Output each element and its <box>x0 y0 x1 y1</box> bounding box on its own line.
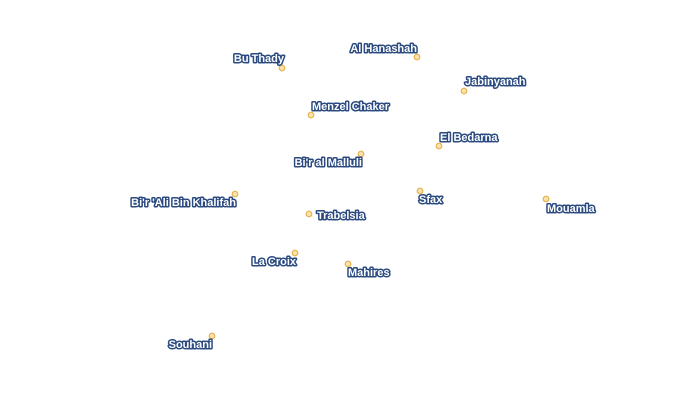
place-bu-thady[interactable]: Bu Thady <box>232 52 286 72</box>
place-label: Sfax <box>419 194 443 206</box>
place-label: Jabinyanah <box>465 76 526 88</box>
place-marker-icon <box>278 64 286 72</box>
place-label: Souhani <box>169 339 212 351</box>
place-marker-icon <box>416 187 424 195</box>
place-souhani[interactable]: Souhani <box>167 332 216 353</box>
place-marker-icon <box>413 53 421 61</box>
place-marker-icon <box>208 332 216 340</box>
place-label: La Croix <box>252 256 297 268</box>
place-marker-icon <box>291 249 299 257</box>
place-marker-icon <box>357 150 365 158</box>
place-sfax[interactable]: Sfax <box>416 187 445 208</box>
place-label: Menzel Chaker <box>312 101 390 113</box>
place-marker-icon <box>231 190 239 198</box>
place-bir-ali-bin-khalifah[interactable]: Bi'r 'Ali Bin Khalifah <box>130 190 239 211</box>
place-menzel-chaker[interactable]: Menzel Chaker <box>307 100 391 119</box>
place-label: El Bedarna <box>440 132 498 144</box>
place-label: Bi'r 'Ali Bin Khalifah <box>131 197 236 209</box>
place-marker-icon <box>305 210 313 218</box>
place-label: Bi'r al Malluli <box>295 157 362 169</box>
place-mahires[interactable]: Mahires <box>344 260 391 281</box>
place-label: Bu Thady <box>234 53 285 65</box>
place-marker-icon <box>344 260 352 268</box>
place-jabinyanah[interactable]: Jabinyanah <box>460 75 527 95</box>
place-label: Trabelsia <box>317 210 366 222</box>
place-trabelsia[interactable]: Trabelsia <box>305 209 367 224</box>
place-bir-al-malluli[interactable]: Bi'r al Malluli <box>293 150 365 171</box>
place-marker-icon <box>460 87 468 95</box>
place-el-bedarna[interactable]: El Bedarna <box>435 131 500 150</box>
place-label: Mahires <box>348 267 390 279</box>
place-label: Al Hanashah <box>350 43 417 55</box>
place-marker-icon <box>542 195 550 203</box>
place-al-hanashah[interactable]: Al Hanashah <box>349 42 421 61</box>
place-la-croix[interactable]: La Croix <box>250 249 299 270</box>
place-marker-icon <box>435 142 443 150</box>
place-label: Mouamla <box>547 203 596 215</box>
place-marker-icon <box>307 111 315 119</box>
place-mouamla[interactable]: Mouamla <box>542 195 597 217</box>
